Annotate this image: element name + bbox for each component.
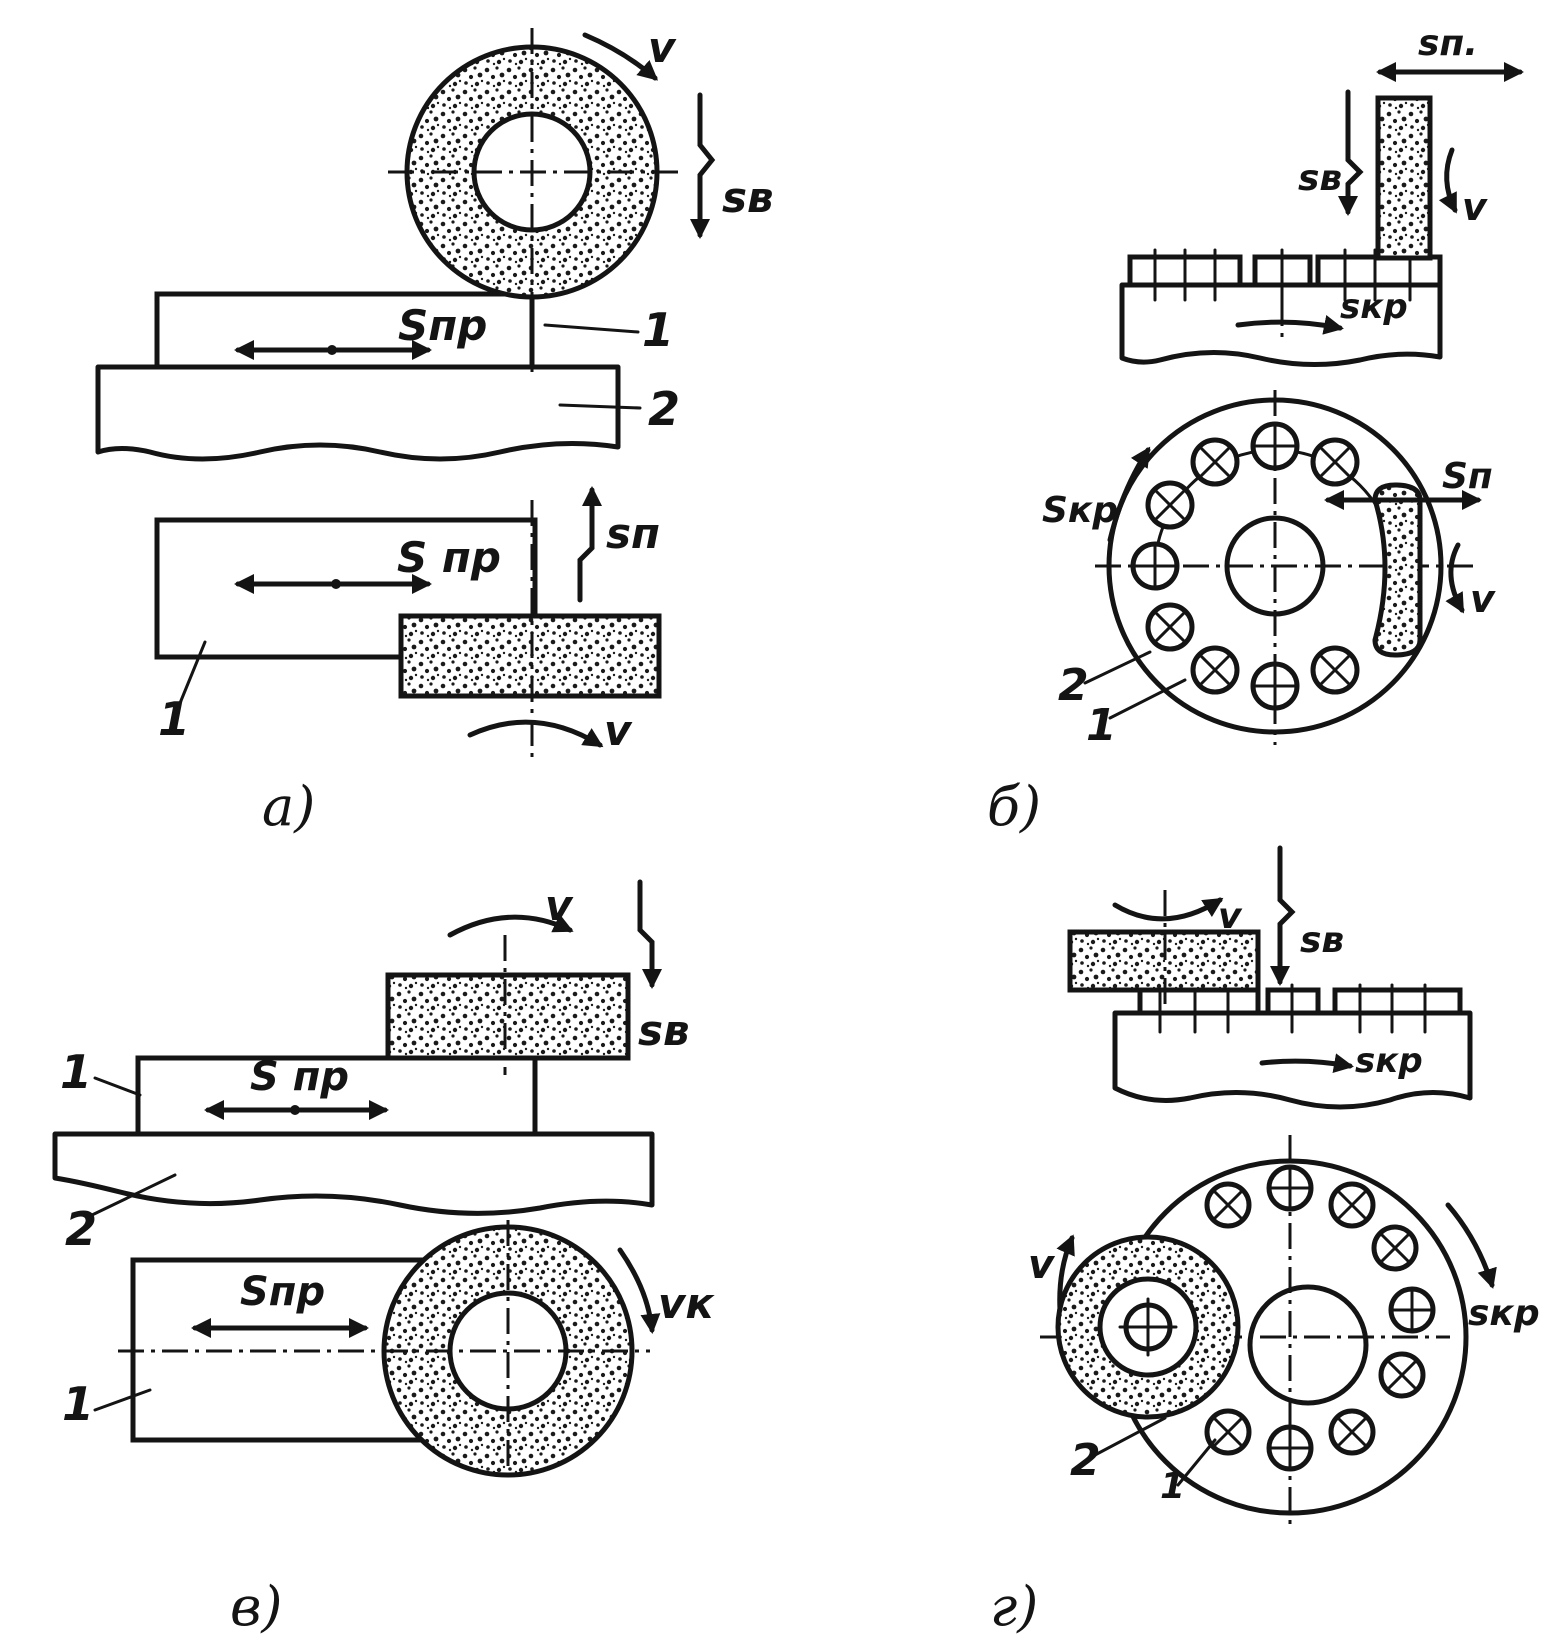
vertical-feed-arrow-v [637,879,662,989]
circular-feed-arrow-g [1445,1202,1497,1289]
label-vk: vк [658,1279,715,1328]
rotation-arrow-vk [617,1247,661,1334]
label-sv-v: sв [638,1006,690,1055]
label-skr: Sкр [1042,490,1118,531]
label-part-2-v: 2 [65,1202,97,1256]
caption-v: в) [230,1575,283,1638]
label-skr-g: sкр [1468,1293,1540,1334]
caption-g: г) [990,1575,1038,1638]
lower-rotation-arrow-v [467,719,604,748]
grinding-wheel-face [398,613,662,699]
circular-feed-arrow-g-top [1259,1053,1354,1074]
label-sn-top: sп. [1418,23,1478,64]
table-2 [95,364,621,462]
label-spr-v: S пр [250,1054,349,1100]
label-sv: sв [722,173,774,222]
parts-group-right [1315,254,1443,288]
table-center-g [1247,1284,1369,1406]
table-2-v [52,1131,655,1216]
panel-a: v sв Sпр 1 2 S пр sп v 1 а) [95,23,774,838]
label-part-1-v: 1 [60,1045,92,1099]
label-sn: sп [606,509,660,558]
caption-b: б) [987,775,1041,838]
panel-b: sп. sв v sкр [987,23,1524,838]
label-sv-b: sв [1298,158,1342,199]
rotation-arrow-v-top [447,914,574,938]
rotation-arrow-g [1056,1234,1075,1313]
label-part-2-b: 2 [1058,660,1089,711]
circular-feed-arrow [1107,446,1151,543]
parts-g-right [1332,987,1463,1016]
label-v-v: v [545,881,574,930]
label-v-b: v [1470,577,1496,621]
workpieces-ring [1130,421,1397,711]
caption-a: а) [262,775,315,838]
label-part-1-g: 1 [1160,1466,1185,1507]
rotation-arrow-b [1445,542,1465,614]
label-skr-g-top: sкр [1355,1041,1423,1081]
parts-g-left [1137,987,1261,1016]
label-part-2: 2 [648,382,680,436]
vertical-feed-arrow-g [1270,845,1296,986]
label-v: v [648,23,677,72]
label-sn-b: Sп [1442,456,1493,497]
rotary-table-side [1119,282,1443,368]
rotation-arrow-g-top [1112,897,1224,922]
vertical-feed-arrow [690,92,716,239]
label-v-lower: v [604,706,633,755]
label-part-1-v-lower: 1 [62,1377,94,1431]
label-sv-g: sв [1300,920,1344,961]
label-part-2-g: 2 [1070,1435,1101,1486]
label-spr-lower: S пр [397,533,501,582]
vertical-feed-arrow-b [1338,89,1364,216]
label-part-1-b: 1 [1086,700,1117,751]
label-part-1-lower: 1 [158,692,190,746]
label-spr: Sпр [398,301,487,350]
cross-feed-arrow [577,486,602,603]
workpieces-ring-g [1204,1164,1436,1472]
grinding-wheel-face-v [385,972,631,1061]
rotation-arrow-b-top [1438,147,1458,214]
label-spr-v-lower: Sпр [240,1269,325,1315]
label-skr-top: sкр [1340,287,1408,327]
label-v-g: v [1028,1242,1056,1288]
panel-g: v sв sкр [990,845,1540,1638]
panel-v: v sв 1 S пр 2 Sпр vк 1 в) [52,879,715,1638]
label-v-b-top: v [1462,185,1488,229]
cup-wheel-side [1375,95,1433,261]
rotary-table-side-g [1112,1010,1473,1110]
label-part-1: 1 [642,303,674,357]
circular-feed-arrow-top [1235,315,1344,335]
label-v-g-top: v [1218,896,1243,937]
workpiece-1-v [135,1055,538,1137]
rotation-arrow-v [582,32,659,81]
